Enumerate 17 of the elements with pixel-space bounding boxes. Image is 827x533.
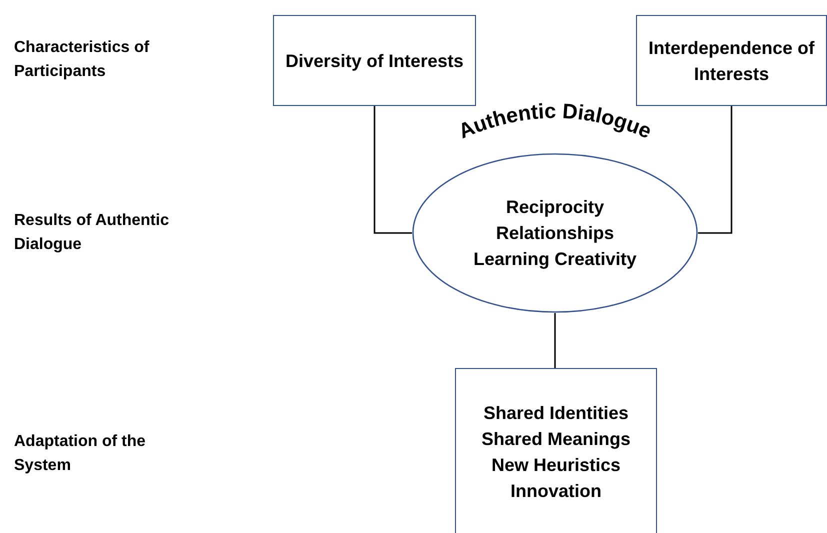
connector-line: [698, 106, 732, 234]
connector-line: [554, 313, 556, 368]
box-text: Diversity of Interests: [285, 50, 464, 73]
box-text: New Heuristics: [491, 454, 621, 477]
row-label: Results of Authentic Dialogue: [14, 211, 170, 255]
ellipse-text: Learning Creativity: [473, 248, 637, 271]
box-text: Shared Identities: [483, 402, 629, 425]
box-text: Shared Meanings: [481, 428, 631, 451]
ellipse-text: Reciprocity: [506, 196, 604, 219]
row-label: Adaptation of the System: [14, 432, 147, 476]
text-box: [455, 368, 657, 533]
arc-heading: Authentic Dialogue: [455, 100, 655, 144]
box-text: Innovation: [510, 480, 602, 503]
connector-line: [374, 106, 412, 234]
row-label: Characteristics of Participants: [14, 38, 150, 82]
ellipse-text: Relationships: [496, 222, 614, 245]
box-text: Interdependence of Interests: [647, 36, 816, 86]
